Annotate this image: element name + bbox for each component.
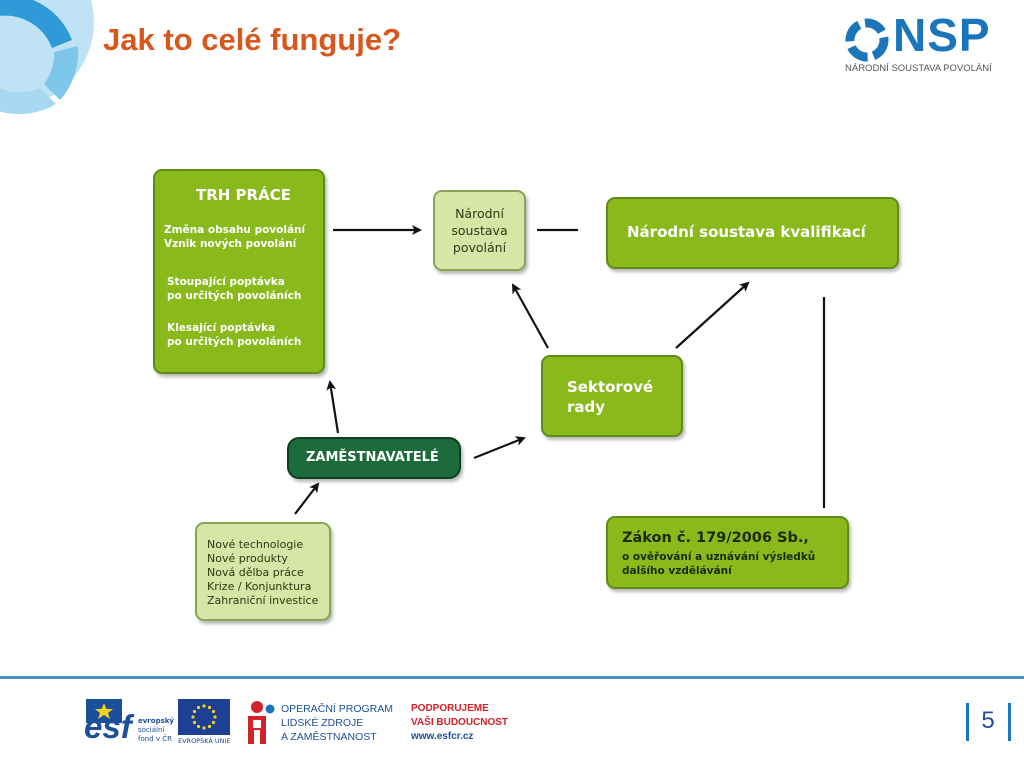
factor-item: Nové technologie: [207, 538, 304, 551]
nsk-box-label: Národní soustava kvalifikací: [627, 223, 866, 241]
op-text: OPERAČNÍ PROGRAM LIDSKÉ ZDROJE A ZAMĚSTN…: [281, 702, 393, 744]
footer-divider: [0, 676, 1024, 679]
arrow-factors-to-zamest: [294, 482, 320, 515]
sektor-line: rady: [567, 398, 606, 416]
op-line: LIDSKÉ ZDROJE: [281, 717, 364, 729]
nsp-logo-text: NSP: [893, 9, 991, 61]
trh-prace-box: TRH PRÁCE Změna obsahu povolání Vznik no…: [153, 169, 325, 374]
eu-logo: EVROPSKÁ UNIE: [178, 699, 231, 747]
support-line-2: VAŠI BUDOUCNOST: [411, 717, 509, 728]
factors-list: Nové technologie Nové produkty Nová dělb…: [207, 538, 318, 608]
eu-caption: EVROPSKÁ UNIE: [178, 737, 231, 745]
esf-line-2: sociální: [138, 726, 165, 734]
page-number: 5: [981, 707, 995, 734]
support-line-1: PODPORUJEME: [411, 703, 489, 714]
factors-box: Nové technologie Nové produkty Nová dělb…: [195, 522, 331, 621]
trh-line: Změna obsahu povolání: [164, 224, 306, 236]
arrow-zamest-to-trh: [326, 380, 340, 434]
trh-group-3: Klesající poptávka po určitých povoláníc…: [167, 321, 301, 349]
arrow-sektor-to-nsp: [512, 283, 549, 349]
nsk-box: Národní soustava kvalifikací: [606, 197, 899, 269]
trh-group-2: Stoupající poptávka po určitých povolání…: [167, 275, 301, 303]
support-text: PODPORUJEME VAŠI BUDOUCNOST www.esfcr.cz: [411, 702, 508, 744]
arrow-zamest-to-sektor: [473, 436, 526, 460]
factor-item: Nová dělba práce: [207, 566, 304, 579]
trh-line: po určitých povoláních: [167, 290, 302, 302]
trh-line: Klesající poptávka: [167, 322, 276, 334]
zamestnavatele-box: ZAMĚSTNAVATELÉ: [287, 437, 461, 479]
nsp-box-line: soustava: [451, 223, 508, 238]
esf-mark: esf: [84, 708, 132, 745]
sektor-text: Sektorové rady: [567, 377, 653, 417]
page-number-left-bar: [966, 703, 969, 741]
zakon-line-1: o ověřování a uznávání výsledků: [622, 551, 816, 563]
trh-line: Vznik nových povolání: [164, 238, 297, 250]
eu-flag-icon: [178, 699, 230, 735]
nsp-logo-subtitle: NÁRODNÍ SOUSTAVA POVOLÁNÍ: [845, 63, 992, 74]
zakon-line-2: dalšího vzdělávání: [622, 565, 732, 577]
trh-group-1: Změna obsahu povolání Vznik nových povol…: [164, 223, 305, 251]
zakon-box: Zákon č. 179/2006 Sb., o ověřování a uzn…: [606, 516, 849, 589]
op-figure-icon: [248, 701, 275, 744]
factor-item: Krize / Konjunktura: [207, 580, 312, 593]
esf-line-3: fond v ČR: [138, 735, 172, 743]
op-line: OPERAČNÍ PROGRAM: [281, 703, 394, 715]
esf-logo: esf evropský sociální fond v ČR: [84, 699, 176, 747]
support-url: www.esfcr.cz: [411, 731, 474, 742]
sektor-line: Sektorové: [567, 378, 654, 396]
op-logo: OPERAČNÍ PROGRAM LIDSKÉ ZDROJE A ZAMĚSTN…: [246, 700, 406, 746]
nsp-box-line: povolání: [452, 240, 507, 255]
zakon-title: Zákon č. 179/2006 Sb.,: [622, 530, 809, 546]
zamestnavatele-label: ZAMĚSTNAVATELÉ: [306, 450, 439, 465]
nsp-logo: NSP NÁRODNÍ SOUSTAVA POVOLÁNÍ: [843, 9, 1008, 76]
corner-decoration: [0, 0, 94, 115]
arrow-sektor-to-nsk: [675, 281, 750, 349]
factor-item: Nové produkty: [207, 552, 288, 565]
esf-line-1: evropský: [138, 717, 174, 725]
esf-star-icon: [86, 699, 122, 723]
trh-line: po určitých povoláních: [167, 336, 302, 348]
nsp-ring-icon: [845, 18, 889, 62]
page-title: Jak to celé funguje?: [103, 22, 402, 57]
factor-item: Zahraniční investice: [207, 594, 319, 607]
nsp-box: Národní soustava povolání: [433, 190, 526, 271]
trh-prace-heading: TRH PRÁCE: [196, 186, 291, 204]
op-line: A ZAMĚSTNANOST: [281, 731, 377, 743]
page-number-right-bar: [1008, 703, 1011, 741]
sektorove-rady-box: Sektorové rady: [541, 355, 683, 437]
nsp-box-line: Národní: [455, 206, 504, 221]
trh-line: Stoupající poptávka: [167, 276, 285, 288]
